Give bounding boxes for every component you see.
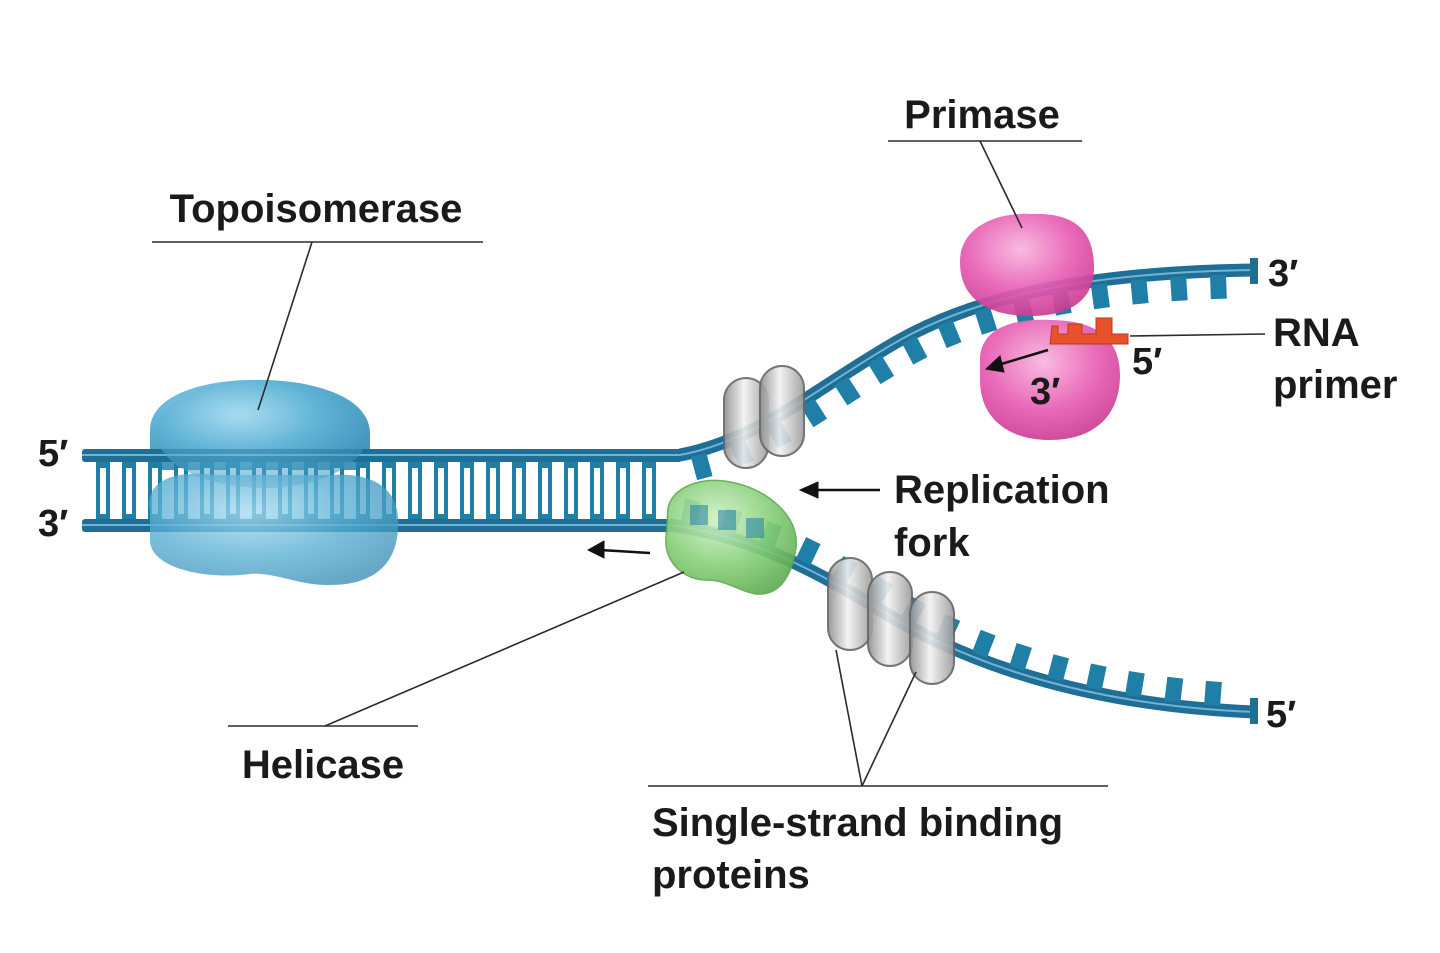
strand-base	[1090, 283, 1110, 310]
duplex-top-5prime-label: 5′	[38, 433, 68, 475]
strand-base	[1086, 663, 1107, 691]
helicase-label: Helicase	[242, 743, 404, 787]
rna-primer	[1049, 317, 1129, 345]
strand-base	[834, 376, 861, 406]
lower-strand-5prime-label: 5′	[1266, 694, 1296, 736]
primase-top-lobe	[960, 213, 1094, 316]
strand-base	[1130, 279, 1149, 305]
strand-base	[1204, 680, 1222, 707]
strand-base	[1210, 274, 1227, 300]
ssb-label-line1: Single-strand binding	[652, 801, 1063, 845]
ssb-proteins-upper	[723, 365, 805, 469]
strand-base	[1164, 676, 1184, 703]
strand-base	[1170, 276, 1188, 302]
primase	[960, 213, 1120, 440]
strand-base	[1047, 654, 1069, 682]
primase-bottom-lobe	[980, 319, 1120, 440]
topoisomerase-bottom-lobe	[149, 473, 399, 586]
ssb-label-line2: proteins	[652, 853, 810, 897]
strand-base	[902, 335, 928, 365]
strand-base	[974, 307, 998, 335]
upper-strand-3prime-label: 3′	[1268, 253, 1298, 295]
ssb-protein	[867, 571, 913, 667]
primer-synthesis-arrow	[997, 348, 1049, 367]
ssb-protein	[759, 365, 805, 457]
topoisomerase-label: Topoisomerase	[170, 187, 463, 231]
replication-fork-label-line2: fork	[894, 521, 970, 565]
helicase-direction-arrow	[599, 548, 651, 555]
ssb-protein	[909, 591, 955, 685]
strand-base	[690, 452, 713, 481]
leader-lines	[152, 140, 1266, 787]
ssb-protein	[827, 557, 873, 651]
strand-base	[972, 629, 996, 658]
strand-base	[795, 537, 821, 566]
primase-label: Primase	[904, 93, 1060, 137]
rna-primer-label-line1: RNA	[1273, 311, 1360, 355]
topoisomerase-top-lobe	[155, 380, 369, 488]
duplex-bottom-3prime-label: 3′	[38, 503, 68, 545]
arrows	[586, 348, 1049, 559]
ssb-proteins-lower	[827, 557, 955, 685]
strand-base	[1009, 643, 1032, 671]
helicase	[665, 479, 797, 595]
strand-base	[937, 319, 962, 349]
topoisomerase	[149, 380, 399, 586]
strand-base	[800, 398, 828, 428]
primer-5prime-label: 5′	[1132, 341, 1162, 383]
strand-base	[1125, 670, 1145, 698]
strand-base	[867, 355, 895, 385]
primer-3prime-label: 3′	[1030, 371, 1060, 413]
rna-primer-label-line2: primer	[1273, 363, 1398, 407]
replication-fork-label-line1: Replication	[894, 468, 1110, 512]
